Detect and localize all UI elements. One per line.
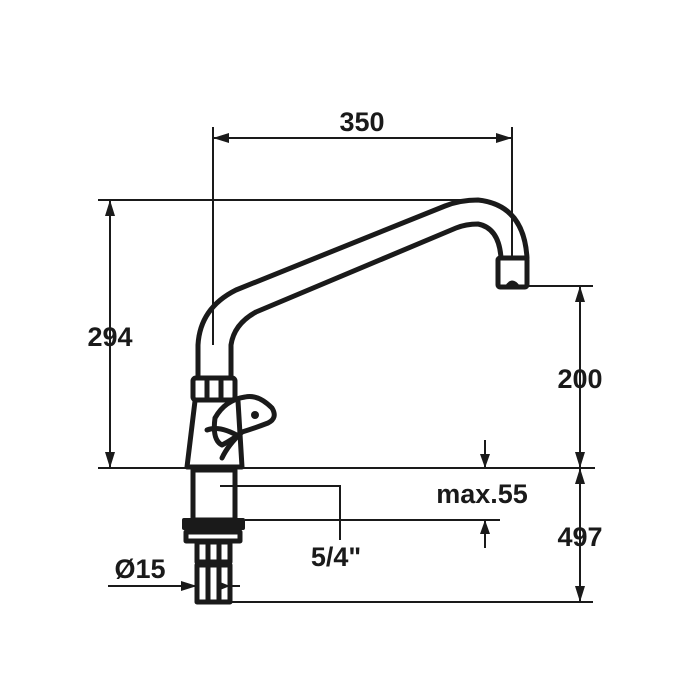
dim-label-350: 350 — [339, 107, 384, 137]
dim-label-thread: 5/4" — [311, 542, 361, 572]
spout-upper-line — [195, 197, 530, 379]
dim-label-max55: max.55 — [436, 479, 528, 509]
dimension-lines — [98, 127, 595, 603]
connection-pipe-lower — [194, 562, 233, 605]
faucet-outline — [182, 197, 530, 605]
top-nut — [190, 375, 238, 403]
connection-pipe-upper — [194, 539, 233, 565]
dim-label-diameter: Ø15 — [114, 554, 165, 584]
dim-label-497: 497 — [557, 522, 602, 552]
dim-label-200: 200 — [557, 364, 602, 394]
lock-nut — [182, 518, 245, 530]
shank — [190, 467, 238, 523]
handle — [211, 394, 277, 448]
spout-lower-line — [228, 221, 504, 379]
dim-label-294: 294 — [87, 322, 132, 352]
